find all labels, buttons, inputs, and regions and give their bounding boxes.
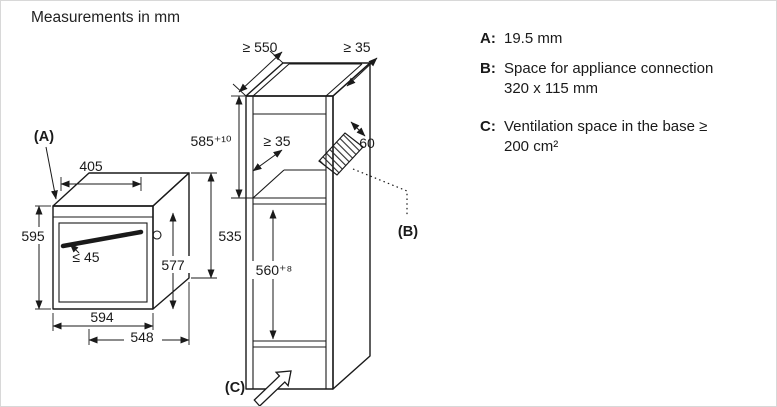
- dim-line-35-top: [346, 57, 378, 87]
- legend-key-a: A:: [480, 30, 496, 47]
- legend-text-b: Space for appliance connection 320 x 115…: [504, 59, 713, 99]
- oven-side-face: [152, 172, 190, 310]
- legend-text-c: Ventilation space in the base ≥ 200 cm²: [504, 117, 707, 157]
- page-title: Measurements in mm: [31, 9, 181, 26]
- legend-line-c1: Ventilation space in the base ≥: [504, 118, 708, 135]
- leader-arrow-handle: [69, 243, 80, 254]
- legend-item-c: C: Ventilation space in the base ≥ 200 c…: [480, 117, 772, 157]
- label-c: (C): [225, 380, 245, 396]
- oven-drawing: [52, 172, 190, 310]
- legend-line-a: 19.5 mm: [504, 30, 563, 47]
- label-a: (A): [34, 129, 54, 145]
- legend-item-a: A: 19.5 mm: [480, 29, 772, 49]
- dim-label-560: 560⁺⁸: [256, 262, 293, 278]
- label-b: (B): [398, 224, 418, 240]
- dim-line-60: [350, 121, 366, 137]
- oven-handle: [60, 229, 144, 249]
- ventilation-arrow: [253, 370, 292, 406]
- leader-arrow-a: [45, 146, 58, 200]
- dim-label-405: 405: [79, 158, 103, 174]
- dim-label-577: 577: [161, 257, 185, 273]
- legend-line-c2: 200 cm²: [504, 138, 559, 155]
- dim-label-535: 535: [218, 228, 242, 244]
- dim-line-550: [238, 51, 283, 93]
- cabinet-drawing: [245, 62, 371, 390]
- leader-line-b: [352, 168, 408, 217]
- oven-front-face: [52, 205, 154, 310]
- legend-line-b2: 320 x 115 mm: [504, 80, 598, 97]
- oven-knob: [152, 230, 162, 240]
- dim-label-585: 585⁺¹⁰: [190, 133, 231, 149]
- dim-label-60: 60: [359, 135, 375, 151]
- legend-key-c: C:: [480, 118, 496, 135]
- legend-item-b: B: Space for appliance connection 320 x …: [480, 59, 772, 99]
- legend: A: 19.5 mm B: Space for appliance connec…: [480, 29, 772, 157]
- legend-text-a: 19.5 mm: [504, 29, 562, 49]
- oven-door: [58, 222, 148, 303]
- oven-top-face: [52, 172, 190, 207]
- cabinet-side-face: [332, 62, 371, 390]
- dimension-labels: (A) 405 595 ≤ 45 577 535 594 548 ≥ 550 ≥…: [16, 39, 418, 396]
- dim-label-550: ≥ 550: [243, 39, 278, 55]
- legend-line-b1: Space for appliance connection: [504, 60, 714, 77]
- dim-label-35-rear: ≥ 35: [263, 133, 290, 149]
- dim-label-handle: ≤ 45: [72, 249, 99, 265]
- dim-label-548: 548: [130, 329, 154, 345]
- legend-key-b: B:: [480, 60, 496, 77]
- dim-label-595: 595: [21, 228, 45, 244]
- connection-space-hatch: [318, 132, 364, 176]
- dim-label-35-top: ≥ 35: [343, 39, 370, 55]
- installation-diagram: (A) 405 595 ≤ 45 577 535 594 548 ≥ 550 ≥…: [16, 39, 418, 406]
- dim-label-594: 594: [90, 309, 114, 325]
- dim-line-35-rear: [252, 149, 283, 172]
